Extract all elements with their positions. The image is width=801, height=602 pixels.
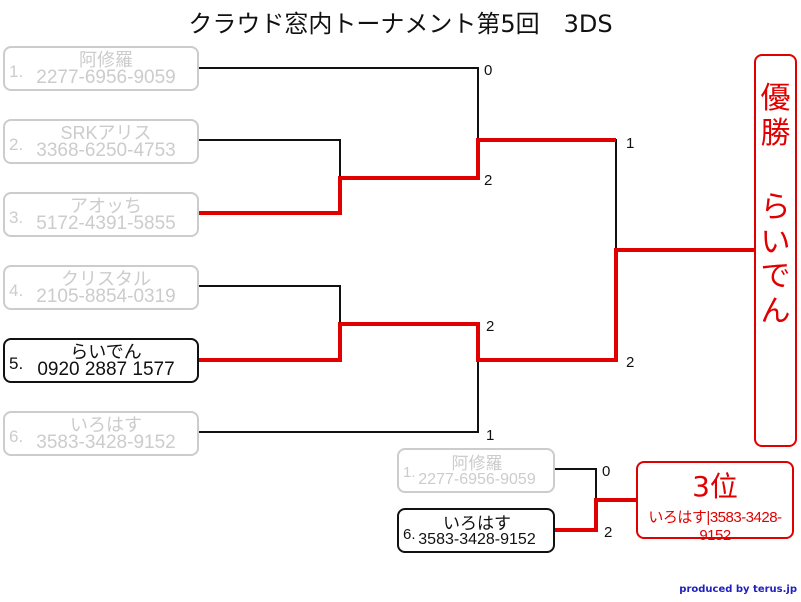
player-name: SRKアリス [60, 123, 152, 143]
line-entry2 [198, 139, 341, 178]
score-final-bottom: 2 [626, 354, 635, 371]
friend-code: 3368-6250-4753 [36, 140, 176, 161]
player-name: 阿修羅 [79, 50, 133, 70]
player-name: いろはす [70, 415, 142, 435]
line-third-entry1 [554, 468, 597, 500]
page-title: クラウド窓内トーナメント第5回 3DS [188, 10, 613, 38]
champion-name-char: い [760, 224, 791, 260]
champion-label-char: 優 [760, 81, 791, 116]
friend-code: 0920 2887 1577 [37, 359, 175, 380]
player-name: クリスタル [61, 269, 151, 289]
win-line-entry3 [198, 138, 616, 215]
entry-4: 4. クリスタル 2105-8854-0319 [3, 265, 199, 310]
entry-5: 5. らいでん 0920 2887 1577 [3, 338, 199, 383]
player-name: らいでん [70, 342, 142, 362]
third-place-info: いろはす|3583-3428-9152 [648, 509, 782, 544]
line-sf1-upper [478, 139, 617, 250]
seed-number: 6. [403, 526, 416, 543]
seed-number: 6. [9, 427, 24, 446]
entry-6: 6. いろはす 3583-3428-9152 [3, 411, 199, 456]
score-final-top: 1 [626, 135, 635, 152]
score-third-bottom: 2 [604, 524, 613, 541]
seed-number: 3. [9, 208, 24, 227]
seed-number: 1. [9, 62, 24, 81]
champion-name-char: ら [760, 190, 791, 225]
score-sf2-bottom: 1 [486, 427, 495, 444]
friend-code: 2105-8854-0319 [36, 286, 176, 307]
champion-name-char: で [760, 259, 791, 294]
win-line-third [554, 498, 636, 532]
score-sf1-bottom: 2 [484, 172, 493, 189]
third-entry-6: 6. いろはす 3583-3428-9152 [397, 508, 555, 553]
entry-1: 1. 阿修羅 2277-6956-9059 [3, 46, 199, 91]
third-place-box: 3位 いろはす|3583-3428-9152 [636, 461, 794, 544]
friend-code: 5172-4391-5855 [36, 213, 176, 234]
player-name: いろはす [443, 514, 511, 533]
third-place-label: 3位 [692, 470, 738, 503]
entry-3: 3. アオッち 5172-4391-5855 [3, 192, 199, 237]
line-entry6 [198, 360, 479, 433]
champion-label-char: 勝 [760, 115, 791, 151]
line-entry1 [198, 67, 479, 140]
win-line-entry5 [198, 248, 754, 362]
player-name: 阿修羅 [451, 454, 503, 473]
entry-2: 2. SRKアリス 3368-6250-4753 [3, 119, 199, 164]
third-entry-1: 1. 阿修羅 2277-6956-9059 [397, 448, 555, 493]
seed-number: 5. [9, 354, 24, 373]
champion-box: 優 勝 ら い で ん [754, 54, 797, 447]
credit-text: produced by terus.jp [679, 584, 797, 595]
champion-name-char: ん [760, 293, 791, 329]
seed-number: 4. [9, 281, 24, 300]
friend-code: 2277-6956-9059 [418, 471, 536, 488]
seed-number: 1. [403, 464, 416, 481]
score-third-top: 0 [602, 463, 611, 480]
friend-code: 3583-3428-9152 [418, 531, 536, 548]
friend-code: 2277-6956-9059 [36, 67, 176, 88]
player-name: アオッち [70, 196, 142, 216]
score-sf1-top: 0 [484, 62, 493, 79]
score-sf2-top: 2 [486, 318, 495, 335]
friend-code: 3583-3428-9152 [36, 432, 176, 453]
seed-number: 2. [9, 135, 24, 154]
line-entry4 [198, 285, 341, 324]
